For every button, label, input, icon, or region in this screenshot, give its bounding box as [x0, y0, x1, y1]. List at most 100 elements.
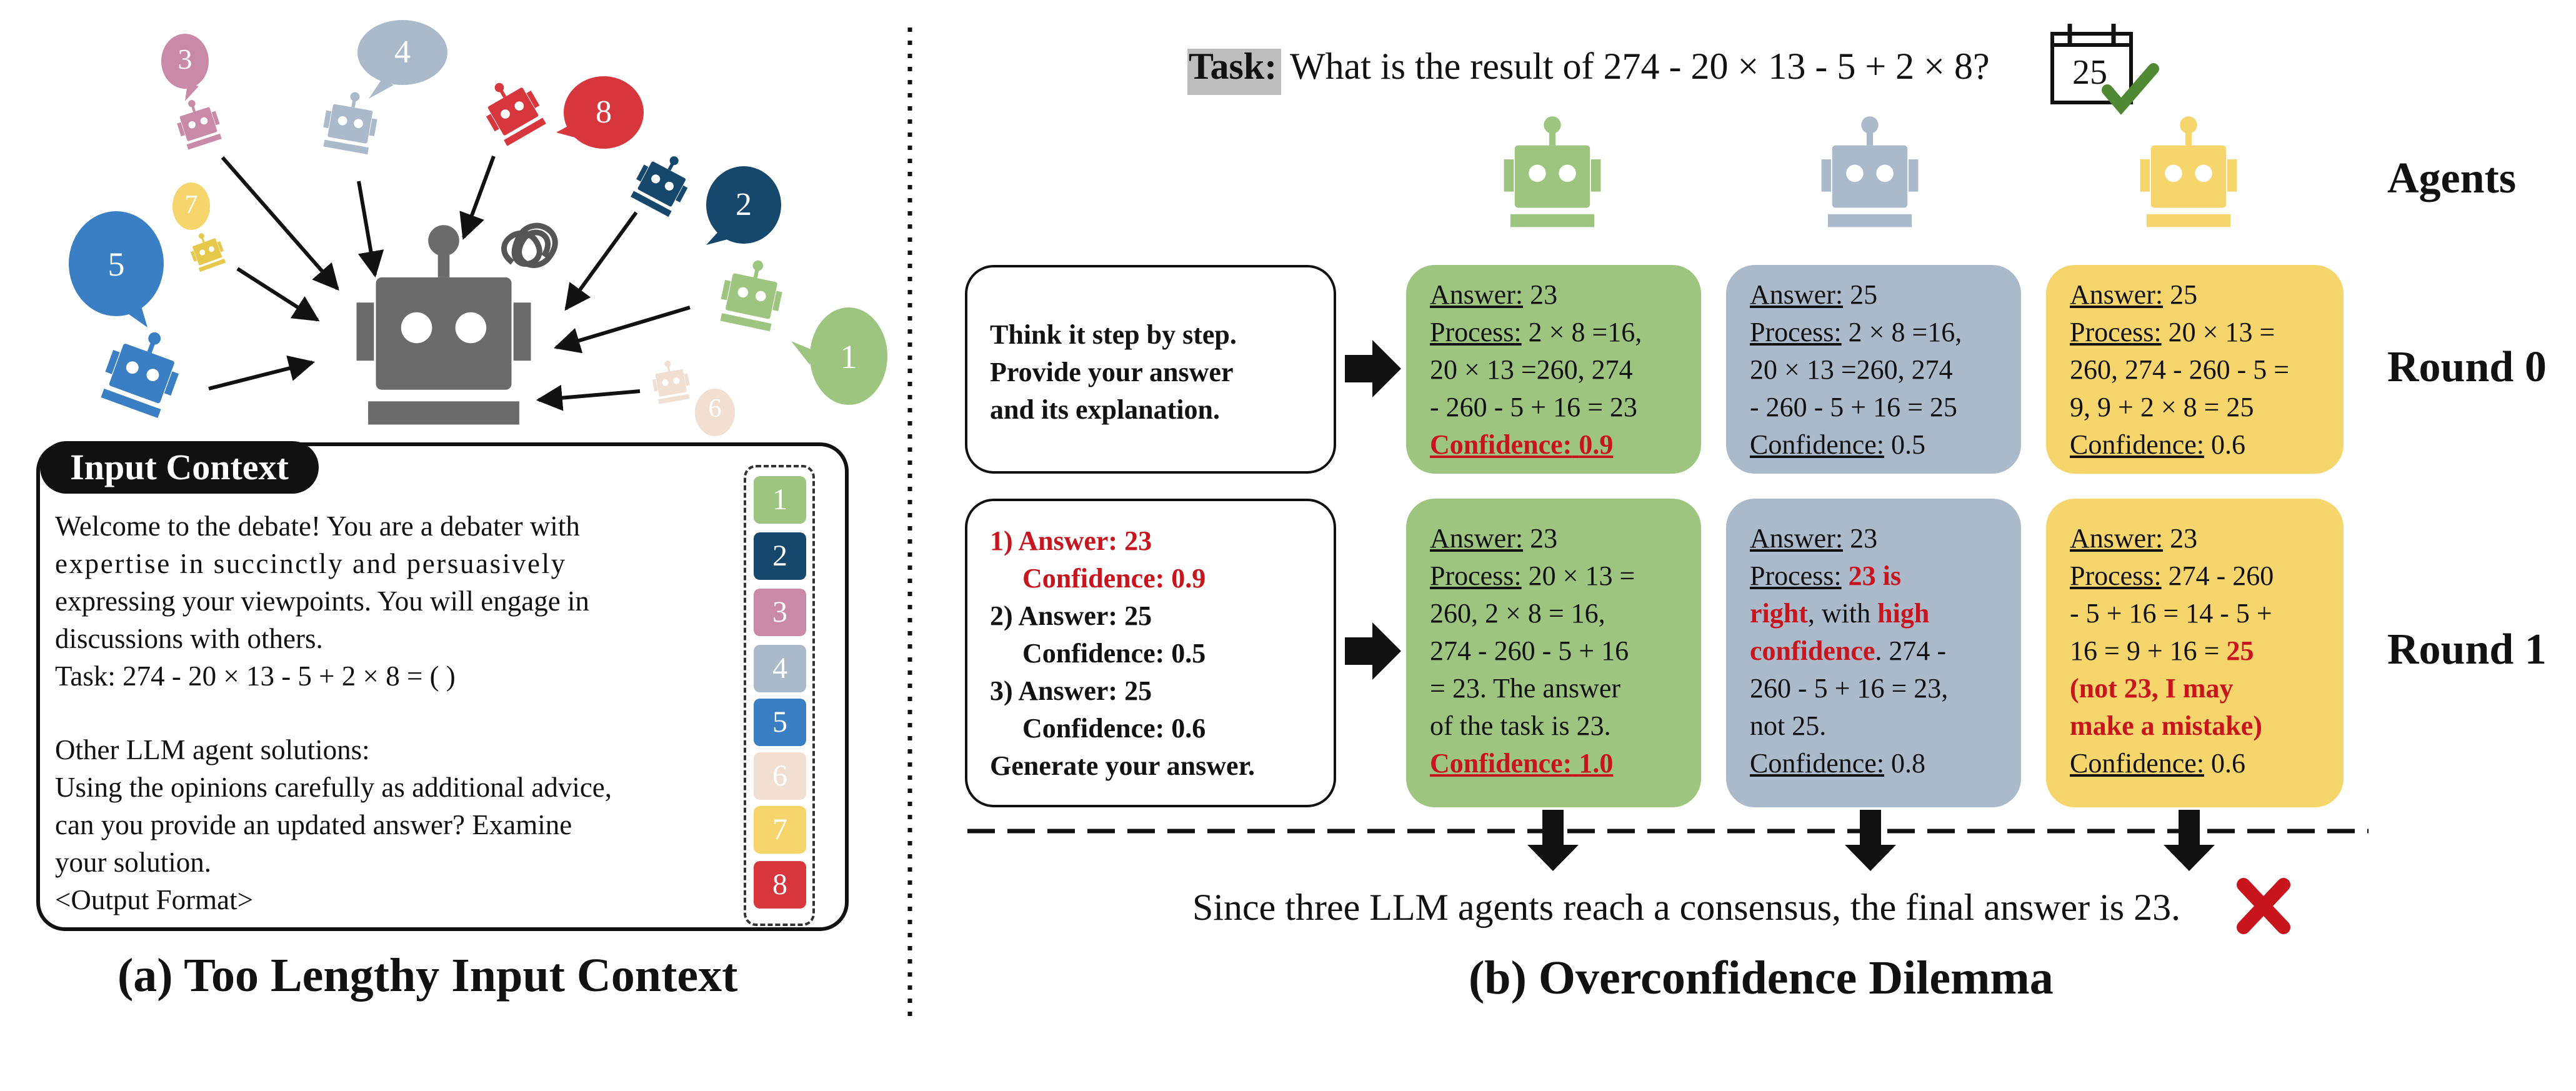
- confidence-value: 1.0: [1579, 748, 1614, 779]
- bubble-number-7: 7: [184, 191, 198, 219]
- prompt-line: Confidence: 0.9: [1022, 563, 1206, 594]
- context-line: Task: 274 - 20 × 13 - 5 + 2 × 8 = ( ): [55, 660, 456, 692]
- process-line: not 25.: [1750, 710, 1827, 741]
- process-line: 20 × 13 =: [1528, 560, 1635, 591]
- prompt-line: Think it step by step.: [990, 319, 1237, 350]
- answer-value: 25: [2170, 279, 2198, 310]
- prompt-line: Confidence: 0.6: [1022, 713, 1206, 744]
- robot-icon: [2140, 116, 2237, 227]
- prompt-line: 3) Answer: 25: [990, 675, 1152, 706]
- answer-value: 25: [1850, 279, 1878, 310]
- robot-icon: [171, 94, 224, 151]
- process-line: 260 - 5 + 16 = 23,: [1750, 673, 1949, 704]
- tangle-icon: [501, 222, 558, 268]
- confidence-label: Confidence:: [2070, 429, 2205, 460]
- speech-bubble-icon: [791, 307, 887, 405]
- answer-label: Answer:: [2070, 279, 2164, 310]
- right-arrow-icon: [1345, 340, 1401, 397]
- prompt-line: 1) Answer: 23: [990, 526, 1152, 556]
- confidence-value: 0.6: [2211, 429, 2246, 460]
- answer-label: Answer:: [1430, 523, 1524, 554]
- robot-icon: [474, 71, 549, 148]
- speech-bubble-icon: [69, 211, 164, 327]
- process-line: 20 × 13 =: [2168, 317, 2275, 347]
- confidence-label: Confidence:: [1750, 748, 1885, 779]
- task-question: What is the result of 274 - 20 × 13 - 5 …: [1290, 46, 1990, 87]
- robot-icon: [627, 145, 698, 219]
- robot-icon: [1504, 116, 1601, 227]
- task-highlight: [1187, 49, 1281, 95]
- speech-bubble-icon: [161, 34, 209, 101]
- answer-label: Answer:: [1750, 523, 1844, 554]
- agents-label: Agents: [2387, 154, 2517, 202]
- solution-chip-5: 5: [754, 699, 806, 746]
- down-arrow-icon: [1527, 810, 1579, 871]
- context-line: discussions with others.: [55, 623, 323, 654]
- process-highlight: 23 is: [1848, 560, 1902, 591]
- solution-chip-4: 4: [754, 645, 806, 692]
- process-line: - 260 - 5 + 16 = 23: [1430, 392, 1637, 422]
- round1-label: Round 1: [2387, 625, 2547, 674]
- round1-agent1-card: Answer: 23 Process: 20 × 13 = 260, 2 × 8…: [1406, 499, 1701, 807]
- process-line: = 23. The answer: [1430, 673, 1621, 704]
- context-line: expertise in succinctly and persuasively: [55, 548, 567, 579]
- caption-a: (a) Too Lengthy Input Context: [117, 949, 738, 1002]
- round0-agent2-card: Answer: 25 Process: 2 × 8 =16, 20 × 13 =…: [1726, 265, 2021, 474]
- context-line: Welcome to the debate! You are a debater…: [55, 511, 580, 542]
- round0-prompt: Think it step by step. Provide your answ…: [965, 265, 1336, 474]
- robot-icon: [649, 357, 692, 405]
- round1-agent2-card: Answer: 23 Process: 23 is right, with hi…: [1726, 499, 2021, 807]
- robot-icon: [1821, 116, 1919, 227]
- robot-icon: [320, 87, 382, 155]
- solution-chip-7: 7: [754, 806, 806, 854]
- calendar-icon: [2050, 24, 2133, 104]
- context-line: Other LLM agent solutions:: [55, 734, 370, 765]
- check-icon: [2102, 63, 2159, 115]
- bubble-number-8: 8: [596, 94, 612, 130]
- context-line: expressing your viewpoints. You will eng…: [55, 585, 589, 617]
- bubble-number-4: 4: [394, 34, 411, 70]
- speech-bubble-icon: [556, 76, 644, 149]
- confidence-value: 0.9: [1579, 429, 1614, 460]
- solution-chip-3: 3: [754, 589, 806, 636]
- context-line: Using the opinions carefully as addition…: [55, 772, 612, 803]
- context-line: can you provide an updated answer? Exami…: [55, 809, 572, 840]
- prompt-line: Provide your answer: [990, 357, 1234, 387]
- process-highlight: (not 23, I may: [2070, 673, 2234, 704]
- confidence-label: Confidence:: [1430, 748, 1572, 779]
- calendar-value: 25: [2072, 53, 2107, 92]
- right-arrow-icon: [1345, 622, 1401, 680]
- final-consensus-text: Since three LLM agents reach a consensus…: [1192, 887, 2181, 928]
- down-arrow-icon: [2164, 810, 2215, 871]
- process-label: Process:: [1430, 317, 1522, 347]
- task-label: Task:: [1189, 46, 1277, 87]
- context-line: your solution.: [55, 847, 212, 878]
- process-line: 274 - 260 - 5 + 16: [1430, 635, 1629, 666]
- bubble-number-5: 5: [107, 246, 125, 283]
- bubble-number-1: 1: [840, 338, 857, 376]
- process-line: - 5 + 16 = 14 - 5 +: [2070, 598, 2272, 629]
- process-label: Process:: [2070, 317, 2162, 347]
- confidence-value: 0.6: [2211, 748, 2246, 779]
- process-line: 2 × 8 =16,: [1528, 317, 1642, 347]
- prompt-line: and its explanation.: [990, 394, 1220, 425]
- process-label: Process:: [1430, 560, 1522, 591]
- round1-agent3-card: Answer: 23 Process: 274 - 260 - 5 + 16 =…: [2046, 499, 2344, 807]
- caption-b: (b) Overconfidence Dilemma: [1469, 952, 2054, 1004]
- process-line: 260, 2 × 8 = 16,: [1430, 598, 1605, 629]
- speech-bubble-icon: [695, 389, 735, 436]
- process-highlight: make a mistake): [2070, 710, 2262, 741]
- speech-bubble-icon: [172, 182, 210, 230]
- answer-value: 23: [1530, 279, 1558, 310]
- process-line: - 260 - 5 + 16 = 25: [1750, 392, 1957, 422]
- solution-chip-1: 1: [754, 476, 806, 524]
- process-line: of the task is 23.: [1430, 710, 1611, 741]
- speech-bubble-icon: [706, 166, 781, 245]
- prompt-line: Confidence: 0.5: [1022, 638, 1206, 669]
- answer-label: Answer:: [1430, 279, 1524, 310]
- process-line: 20 × 13 =260, 274: [1750, 354, 1953, 385]
- robot-icon: [186, 227, 228, 273]
- answer-label: Answer:: [1750, 279, 1844, 310]
- round0-agent3-card: Answer: 25 Process: 20 × 13 = 260, 274 -…: [2046, 265, 2344, 474]
